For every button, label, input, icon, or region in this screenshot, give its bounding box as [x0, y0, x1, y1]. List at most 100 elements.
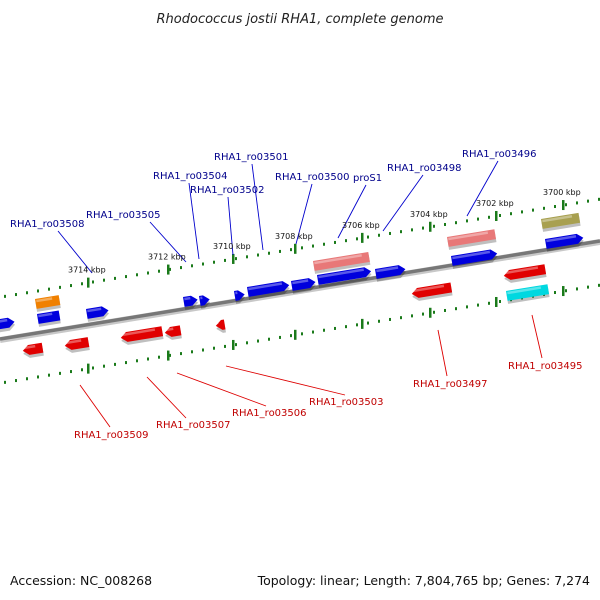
minor-tick — [488, 301, 490, 305]
leader-line — [227, 196, 234, 256]
minor-tick — [455, 307, 457, 311]
gene-features — [0, 212, 584, 358]
gene-minus — [120, 326, 164, 345]
minor-tick — [103, 364, 105, 368]
minor-tick — [191, 264, 193, 268]
minor-tick — [268, 337, 270, 341]
minor-tick — [466, 219, 468, 223]
leader-line — [79, 384, 111, 428]
gene-feature-olive — [541, 212, 581, 232]
minor-tick — [4, 294, 6, 298]
minor-tick — [136, 359, 138, 363]
leader-line — [295, 183, 313, 245]
gene-minus — [215, 319, 226, 333]
tick-label: 3704 kbp — [410, 210, 448, 219]
minor-tick — [37, 289, 39, 293]
minor-tick — [334, 326, 336, 330]
minor-tick — [224, 258, 226, 262]
gene-label-plus: RHA1_ro03501 — [214, 152, 289, 163]
minor-tick — [147, 357, 149, 361]
gene-label-plus: RHA1_ro03505 — [86, 210, 161, 221]
minor-tick — [587, 285, 589, 289]
gene-minus — [164, 325, 182, 340]
minor-tick — [378, 233, 380, 237]
minor-tick — [290, 248, 292, 252]
minor-tick — [92, 280, 94, 284]
minor-tick — [92, 366, 94, 370]
gene-label-plus: RHA1_ro03496 — [462, 149, 537, 160]
minor-tick — [323, 328, 325, 332]
leader-line — [225, 365, 346, 396]
minor-tick — [301, 332, 303, 336]
minor-tick — [323, 242, 325, 246]
gene-plus — [183, 295, 199, 310]
minor-tick — [389, 317, 391, 321]
minor-tick — [576, 201, 578, 205]
gene-plus — [247, 281, 290, 300]
minor-tick — [279, 335, 281, 339]
leader-line — [531, 314, 543, 359]
minor-tick — [235, 257, 237, 261]
gene-plus — [545, 233, 584, 252]
minor-tick — [70, 370, 72, 374]
minor-tick — [246, 341, 248, 345]
minor-tick — [543, 206, 545, 210]
minor-tick — [367, 321, 369, 325]
minor-tick — [444, 308, 446, 312]
minor-tick — [15, 379, 17, 383]
gene-label-plus: RHA1_ro03508 — [10, 219, 85, 230]
leader-line — [466, 160, 499, 217]
minor-tick — [356, 323, 358, 327]
minor-tick — [356, 237, 358, 241]
gene-plus — [317, 267, 372, 288]
leader-line — [437, 329, 448, 377]
gene-plus — [375, 265, 406, 282]
minor-tick — [312, 244, 314, 248]
minor-tick — [180, 352, 182, 356]
minor-tick — [235, 343, 237, 347]
minor-tick — [37, 375, 39, 379]
rrna-feature — [313, 251, 371, 274]
minor-tick — [598, 197, 600, 201]
minor-tick — [125, 361, 127, 365]
minor-tick — [136, 273, 138, 277]
minor-tick — [26, 377, 28, 381]
minor-tick — [224, 344, 226, 348]
tick-label: 3712 kbp — [148, 253, 186, 262]
minor-tick — [477, 217, 479, 221]
minor-tick — [147, 271, 149, 275]
tick-label: 3702 kbp — [476, 199, 514, 208]
tick-label: 3714 kbp — [68, 266, 106, 275]
genome-backbone — [0, 239, 600, 343]
major-tick — [87, 277, 90, 288]
minor-tick — [246, 255, 248, 259]
gene-minus — [22, 342, 44, 358]
minor-tick — [422, 312, 424, 316]
leader-line — [382, 174, 424, 232]
major-tick — [495, 210, 498, 221]
minor-tick — [499, 213, 501, 217]
tick-label: 3700 kbp — [543, 188, 581, 197]
minor-tick — [158, 269, 160, 273]
leader-line — [57, 230, 93, 274]
minor-tick — [70, 284, 72, 288]
major-tick — [167, 264, 170, 275]
minor-tick — [169, 353, 171, 357]
minor-tick — [554, 291, 556, 295]
minor-tick — [180, 266, 182, 270]
major-tick — [562, 286, 565, 297]
minor-tick — [213, 260, 215, 264]
gene-label-plus: RHA1_ro03500 — [275, 172, 350, 183]
gene-feature-cyan — [506, 284, 550, 304]
tick-label: 3708 kbp — [275, 232, 313, 241]
accession-text: Accession: NC_008268 — [10, 573, 152, 588]
leader-line — [337, 184, 367, 239]
leader-line — [149, 221, 187, 263]
minor-tick — [48, 373, 50, 377]
minor-tick — [290, 334, 292, 338]
minor-tick — [334, 240, 336, 244]
leader-line — [251, 163, 264, 251]
minor-tick — [268, 251, 270, 255]
minor-tick — [565, 289, 567, 293]
